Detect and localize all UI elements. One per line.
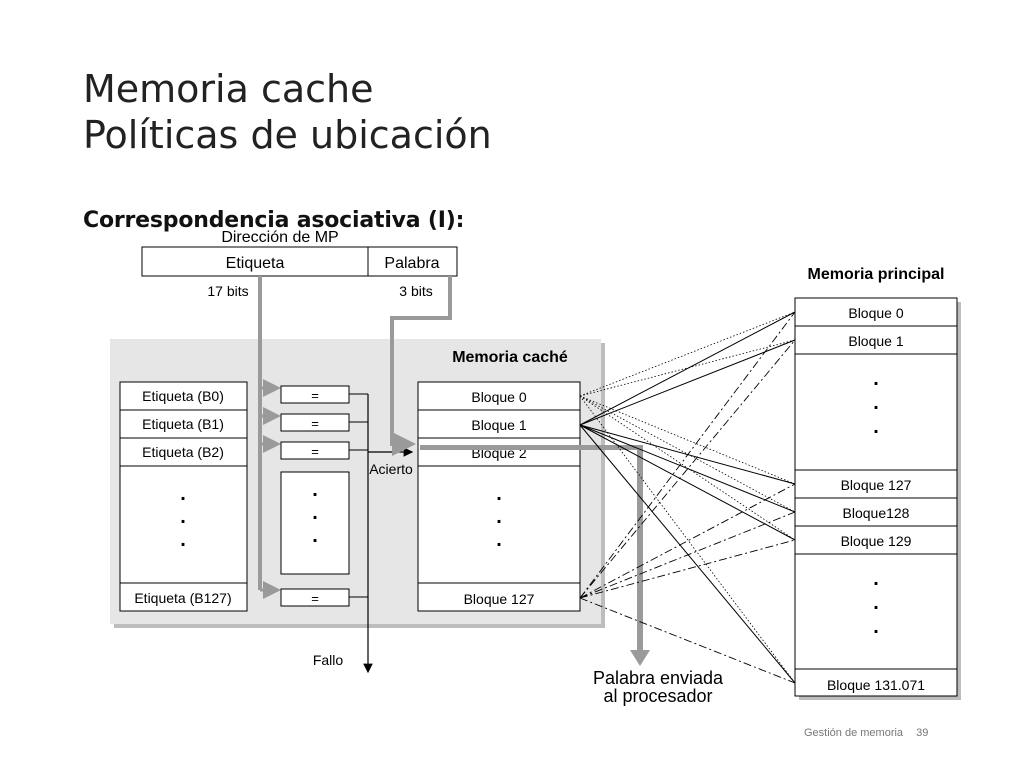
slide-footer: Gestión de memoria 39 — [804, 727, 928, 739]
bits-etiqueta: 17 bits — [207, 283, 248, 299]
cache-block-127: Bloque 127 — [464, 591, 535, 607]
tag-row-b127: Etiqueta (B127) — [134, 590, 231, 606]
cache-ellipsis-3: . — [496, 529, 502, 551]
main-ellipsis-b1: . — [873, 568, 879, 590]
address-palabra-field — [367, 246, 458, 277]
slide-title: Memoria cache Políticas de ubicación — [83, 66, 492, 158]
output-label-2: al procesador — [603, 686, 712, 706]
section-subtitle: Correspondencia asociativa (I): — [83, 208, 465, 233]
main-ellipsis-a2: . — [873, 392, 879, 414]
main-ellipsis-b2: . — [873, 592, 879, 614]
cache-ellipsis-1: . — [496, 483, 502, 505]
main-block-128: Bloque128 — [843, 505, 910, 521]
cache-block-0: Bloque 0 — [471, 389, 526, 405]
main-block-131071: Bloque 131.071 — [827, 677, 925, 693]
tag-ellipsis-3: . — [180, 529, 186, 551]
title-line-2: Políticas de ubicación — [83, 113, 492, 157]
comparator-eq-b1: = — [311, 416, 319, 431]
mapping-lines-block127 — [579, 311, 796, 684]
cache-ellipsis-2: . — [496, 506, 502, 528]
page-number: 39 — [916, 727, 929, 739]
cache-label: Memoria caché — [452, 349, 568, 366]
main-memory-label: Memoria principal — [808, 266, 945, 283]
mapping-lines-block1 — [579, 311, 796, 684]
title-line-1: Memoria cache — [83, 67, 374, 111]
address-field-palabra: Palabra — [384, 255, 439, 272]
miss-label: Fallo — [313, 652, 344, 668]
mapping-lines-block0 — [579, 311, 796, 684]
tag-row-b1: Etiqueta (B1) — [142, 416, 224, 432]
main-block-0: Bloque 0 — [848, 305, 903, 321]
main-block-129: Bloque 129 — [841, 533, 912, 549]
main-block-127: Bloque 127 — [841, 477, 912, 493]
main-ellipsis-a1: . — [873, 368, 879, 390]
address-field-etiqueta: Etiqueta — [226, 255, 285, 272]
comparator-column — [280, 471, 350, 575]
tag-ellipsis-1: . — [180, 483, 186, 505]
main-block-1: Bloque 1 — [848, 333, 903, 349]
tag-row-b2: Etiqueta (B2) — [142, 444, 224, 460]
bits-palabra: 3 bits — [399, 283, 432, 299]
main-ellipsis-a3: . — [873, 416, 879, 438]
hit-label: Acierto — [369, 461, 413, 477]
comparator-eq-b2: = — [311, 444, 319, 459]
tag-ellipsis-2: . — [180, 506, 186, 528]
comparator-eq-b0: = — [311, 388, 319, 403]
comparator-eq-b127: = — [311, 591, 319, 606]
cache-block-column — [417, 381, 581, 612]
footer-text: Gestión de memoria — [804, 727, 904, 739]
cache-block-1: Bloque 1 — [471, 417, 526, 433]
tag-row-b0: Etiqueta (B0) — [142, 388, 224, 404]
main-ellipsis-b3: . — [873, 616, 879, 638]
main-memory-column — [794, 297, 958, 697]
tag-column — [119, 381, 248, 612]
comparator-ellipsis-3: . — [312, 525, 318, 547]
comparator-ellipsis-1: . — [312, 479, 318, 501]
comparator-ellipsis-2: . — [312, 502, 318, 524]
output-label-1: Palabra enviada — [593, 668, 724, 688]
address-label: Dirección de MP — [221, 229, 338, 246]
